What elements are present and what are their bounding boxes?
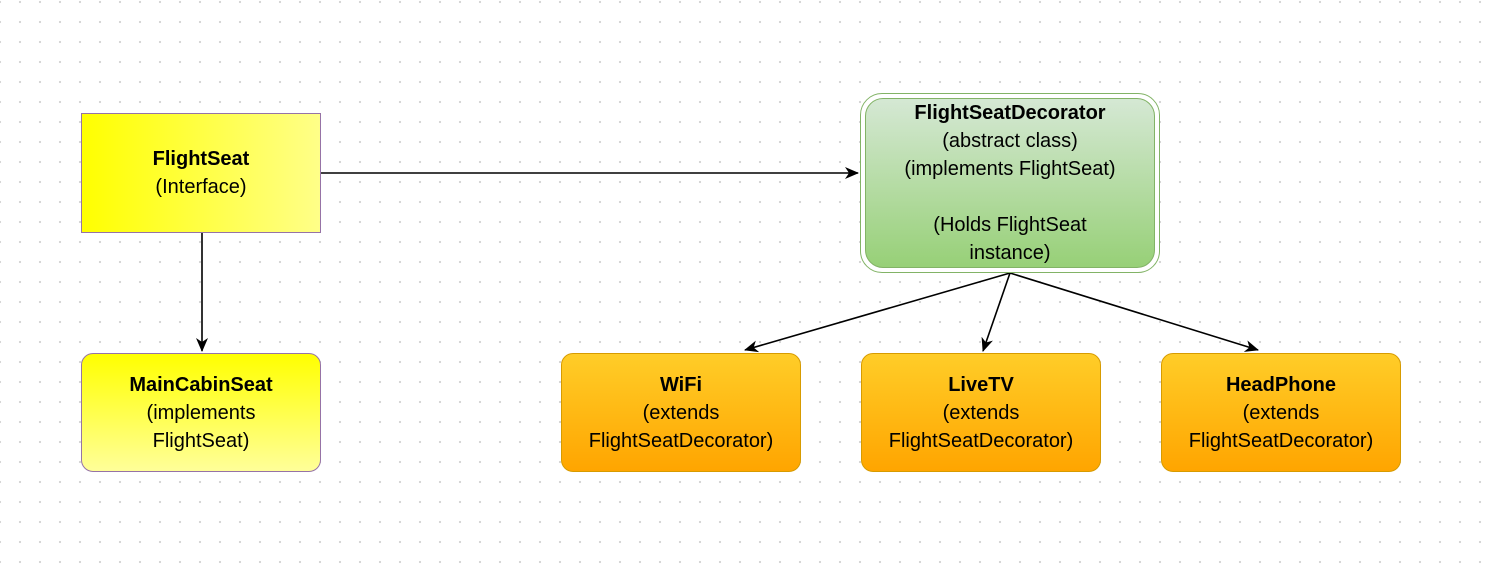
flightseatdecorator-line-3: (Holds FlightSeat — [933, 214, 1087, 236]
wifi-node[interactable]: WiFi (extends FlightSeatDecorator) — [561, 353, 801, 472]
flightseat-node[interactable]: FlightSeat (Interface) — [81, 113, 321, 233]
flightseatdecorator-node[interactable]: FlightSeatDecorator (abstract class) (im… — [860, 93, 1160, 273]
maincabinseat-line-1: (implements — [146, 401, 256, 424]
flightseatdecorator-line-1: (abstract class) — [942, 130, 1078, 152]
flightseatdecorator-line-2: (implements FlightSeat) — [904, 158, 1116, 180]
maincabinseat-node[interactable]: MainCabinSeat (implements FlightSeat) — [81, 353, 321, 472]
flightseatdecorator-line-4: instance) — [969, 242, 1051, 264]
livetv-line-2: FlightSeatDecorator) — [888, 429, 1074, 452]
wifi-line-2: FlightSeatDecorator) — [588, 429, 774, 452]
edge-decorator-to-headphone — [1009, 272, 1259, 352]
maincabinseat-title: MainCabinSeat — [129, 373, 273, 396]
flightseat-title: FlightSeat — [152, 148, 250, 170]
maincabinseat-line-2: FlightSeat) — [152, 429, 250, 452]
livetv-line-1: (extends — [942, 401, 1020, 424]
edge-decorator-to-wifi — [744, 272, 1011, 353]
wifi-title: WiFi — [659, 373, 703, 396]
headphone-line-2: FlightSeatDecorator) — [1188, 429, 1374, 452]
headphone-node[interactable]: HeadPhone (extends FlightSeatDecorator) — [1161, 353, 1401, 472]
flightseat-subtitle: (Interface) — [155, 176, 247, 198]
edge-decorator-to-livetv — [981, 272, 1011, 352]
livetv-title: LiveTV — [948, 373, 1014, 396]
flightseatdecorator-title: FlightSeatDecorator — [914, 102, 1106, 124]
livetv-node[interactable]: LiveTV (extends FlightSeatDecorator) — [861, 353, 1101, 472]
wifi-line-1: (extends — [642, 401, 720, 424]
flightseatdecorator-inner-border — [865, 98, 1155, 268]
headphone-line-1: (extends — [1242, 401, 1320, 424]
headphone-title: HeadPhone — [1225, 373, 1337, 396]
